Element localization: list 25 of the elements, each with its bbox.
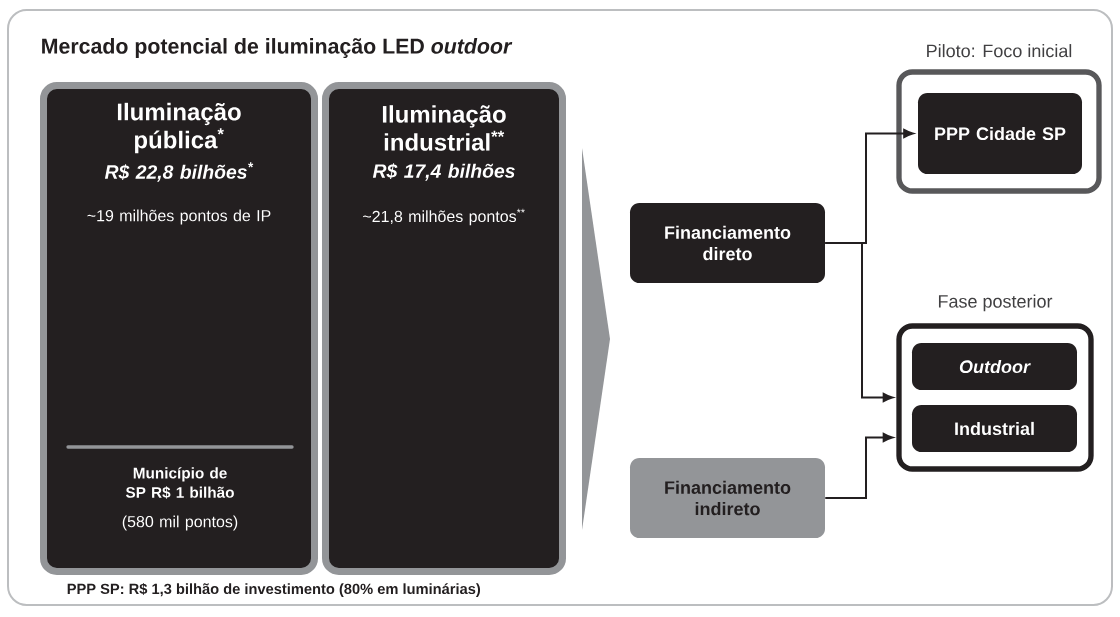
points-count: ~19 milhões pontos de IP: [87, 209, 271, 225]
sub-section-text: Município de SP R$ 1 bilhão: [125, 467, 234, 499]
group-frame: [896, 294, 1094, 472]
sub-section: [66, 445, 294, 531]
market-panel: [322, 82, 566, 575]
market-panel: [40, 82, 318, 575]
process-box: Financiamento indireto: [630, 458, 825, 538]
chevron-shape: [582, 148, 610, 530]
process-box: PPP Cidade SP: [918, 93, 1082, 174]
group-frame: [896, 44, 1102, 194]
process-box: Industrial: [912, 405, 1077, 452]
process-box: Financiamento direto: [630, 203, 825, 283]
market-value: R$ 22,8 bilhões$^{*}$: [104, 162, 254, 182]
title: Mercado potencial de iluminação LED outdoor: [42, 38, 513, 58]
points-count: ~21,8 milhões pontos$^{**}$: [363, 208, 525, 226]
sub-section-text: (580 mil pontos): [122, 515, 238, 531]
connector-arrow: [824, 432, 894, 499]
process-box: Outdoor: [912, 343, 1077, 390]
frame-heading: Piloto: Foco inicial: [927, 44, 1072, 58]
footnote: PPP SP: R$ 1,3 bilhão de investimento (80% em luminárias): [67, 583, 481, 597]
connector-arrow: [824, 242, 894, 403]
market-value: R$ 17,4 bilhões: [372, 163, 515, 181]
panel-heading: Iluminação pública$^{*}$: [117, 102, 241, 154]
panel-heading: Iluminação industrial$^{**}$: [382, 105, 506, 151]
frame-heading: Fase posterior: [938, 294, 1053, 312]
